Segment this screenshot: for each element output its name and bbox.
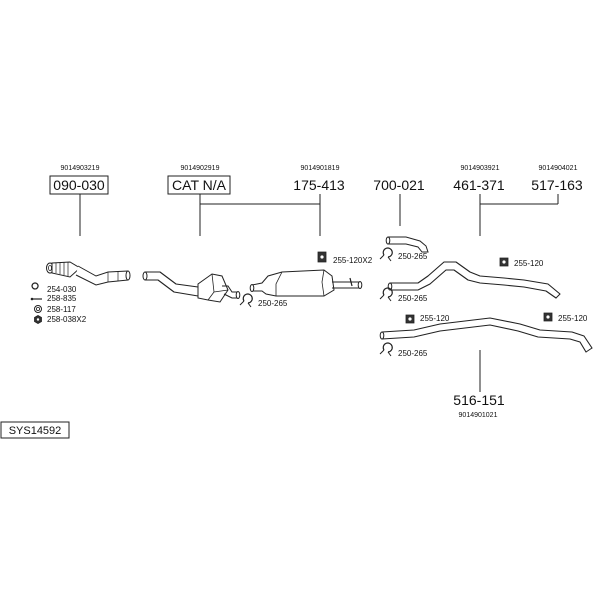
fitting-legend: 254-030 258-835 258-117 258-038X2	[30, 282, 87, 324]
part-label-175-413[interactable]: 9014901819 175-413	[293, 165, 345, 193]
part-label-461-371[interactable]: 9014903921 461-371	[453, 165, 505, 193]
rear-pipe-lower-drawing[interactable]	[379, 317, 593, 353]
part-code: CAT N/A	[172, 177, 227, 193]
part-ref: 9014901021	[459, 412, 498, 419]
rear-pipe-upper-drawing[interactable]	[387, 261, 561, 299]
part-code: 175-413	[293, 177, 345, 193]
legend-code: 258-038X2	[47, 315, 87, 324]
legend-item[interactable]: 258-835	[30, 294, 77, 303]
clamp-icon	[31, 282, 39, 290]
fitting-code: 255-120	[420, 314, 450, 323]
legend-code: 258-117	[47, 305, 76, 314]
part-ref: 9014904021	[539, 165, 578, 172]
part-label-090-030[interactable]: 9014903219 090-030	[49, 165, 109, 195]
hanger-rubber-icon[interactable]	[543, 312, 553, 322]
part-code-box	[49, 175, 109, 195]
fitting-code: 250-265	[398, 294, 428, 303]
catalyst-drawing[interactable]	[142, 271, 241, 303]
fitting-code: 255-120X2	[333, 256, 373, 265]
legend-item[interactable]: 258-038X2	[34, 315, 87, 324]
part-code: 700-021	[373, 177, 425, 193]
part-label-516-151[interactable]: 516-151 9014901021	[453, 392, 505, 419]
legend-item[interactable]: 254-030	[31, 282, 77, 294]
legend-code: 258-835	[47, 294, 77, 303]
middle-silencer-drawing[interactable]	[249, 251, 363, 297]
legend-code: 254-030	[47, 285, 77, 294]
fitting-code: 250-265	[398, 349, 428, 358]
part-ref: 9014903921	[461, 165, 500, 172]
clamp-icon[interactable]	[379, 342, 393, 357]
system-code-label: SYS14592	[0, 421, 70, 439]
part-ref: 9014903219	[61, 165, 100, 172]
system-code: SYS14592	[9, 425, 62, 437]
part-code: 461-371	[453, 177, 505, 193]
hanger-rubber-icon	[317, 251, 327, 263]
hanger-rubber-icon[interactable]	[405, 314, 415, 324]
gasket-ring-icon	[34, 305, 42, 313]
fitting-code: 255-120	[558, 314, 588, 323]
system-code-box	[0, 421, 70, 439]
catalyst-body	[197, 273, 229, 303]
fitting-code: 255-120	[514, 259, 544, 268]
part-ref: 9014902919	[181, 165, 220, 172]
clamp-icon[interactable]	[239, 293, 253, 308]
part-code: 090-030	[53, 177, 105, 193]
clamp-icon[interactable]	[379, 287, 393, 302]
connecting-pipe-drawing[interactable]	[385, 236, 429, 253]
pipe-section	[75, 265, 129, 286]
part-code: 516-151	[453, 392, 505, 408]
fitting-code: 250-265	[398, 252, 428, 261]
part-label-cat[interactable]: 9014902919 CAT N/A	[167, 165, 231, 195]
fitting-code: 250-265	[258, 299, 288, 308]
part-label-700-021[interactable]: 700-021	[373, 177, 425, 193]
flex-section	[51, 261, 81, 278]
part-code: 517-163	[531, 177, 583, 193]
part-ref: 9014901819	[301, 165, 340, 172]
silencer-body	[251, 269, 335, 297]
front-pipe-drawing[interactable]	[46, 261, 131, 286]
part-code-box	[167, 175, 231, 195]
part-label-517-163[interactable]: 9014904021 517-163	[531, 165, 583, 193]
legend-item[interactable]: 258-117	[34, 305, 77, 314]
hanger-rubber-icon[interactable]	[499, 257, 509, 267]
clamp-icon[interactable]	[379, 247, 393, 262]
